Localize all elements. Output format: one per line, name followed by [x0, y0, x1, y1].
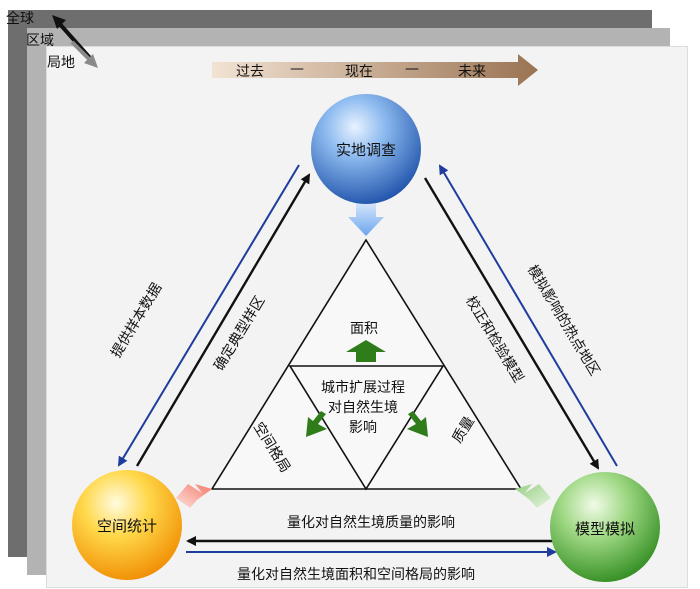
timeline-future: 未来 — [458, 64, 486, 80]
node-spatial-statistics: 空间统计 — [96, 517, 157, 535]
center-topic-line-2: 对自然生境 — [328, 400, 398, 416]
pattern-down-arrow — [306, 411, 327, 437]
arrow-simulate-hotspots — [438, 164, 618, 467]
label-quantify-quality: 量化对自然生境质量的影响 — [287, 515, 455, 531]
central-triangle — [210, 238, 523, 491]
spatial-statistics-sphere — [72, 470, 182, 580]
scale-double-arrow — [52, 15, 98, 68]
simulation-to-triangle-arrow — [515, 484, 551, 508]
quality-down-arrow — [407, 411, 428, 437]
timeline-past: 过去 — [236, 64, 264, 80]
node-field-survey: 实地调查 — [335, 141, 396, 159]
statistics-to-triangle-arrow — [176, 484, 212, 508]
timeline-dash-1: — — [290, 61, 304, 77]
arrow-identify-typical-areas — [135, 173, 311, 467]
timeline-dash-2: — — [405, 61, 419, 77]
label-quantify-area-pattern: 量化对自然生境面积和空间格局的影响 — [237, 567, 475, 583]
arrow-calibrate-validate — [423, 177, 600, 470]
center-topic: 城市扩展过程 对自然生境 影响 — [300, 378, 426, 438]
timeline-arrow — [212, 54, 538, 86]
center-topic-line-3: 影响 — [349, 420, 377, 436]
center-topic-line-1: 城市扩展过程 — [321, 380, 405, 396]
timeline-present: 现在 — [345, 64, 373, 80]
node-model-simulation: 模型模拟 — [574, 520, 635, 538]
survey-to-triangle-arrow — [348, 203, 384, 236]
scale-label-region: 区域 — [26, 33, 54, 49]
model-simulation-sphere — [550, 472, 660, 582]
scale-label-local: 局地 — [47, 55, 75, 71]
field-survey-sphere — [311, 94, 421, 204]
area-up-arrow — [346, 340, 386, 362]
scale-label-global: 全球 — [6, 11, 34, 27]
aspect-area: 面积 — [350, 321, 378, 337]
arrow-provide-samples — [117, 164, 300, 467]
